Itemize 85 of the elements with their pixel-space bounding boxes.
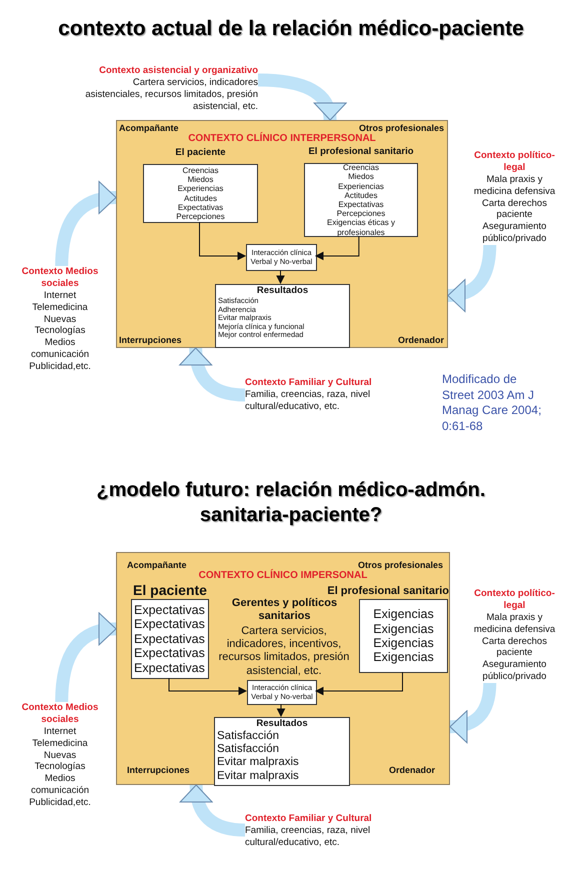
context-heading: Contexto Medios sociales [20, 266, 100, 290]
panel-title: CONTEXTO CLÍNICO INTERPERSONAL [187, 133, 377, 144]
corner-label: Acompañante [119, 123, 179, 134]
title: contexto actual de la relación médico-paciente [57, 16, 525, 42]
list-item: Expectativas [134, 603, 206, 618]
list-item: Creencias [342, 163, 380, 172]
corner-label: Otros profesionales [358, 123, 444, 134]
heading: El paciente [132, 582, 208, 598]
list-item: Exigencias [373, 636, 434, 650]
title: ¿modelo futuro: relación médico-admón. sanitaria-paciente? [96, 478, 486, 528]
context-panel [116, 552, 450, 785]
context-text: Mala praxis y medicina defensiva [472, 612, 556, 636]
list-item: Expectativas [176, 202, 224, 212]
corner-label: Ordenador [398, 334, 444, 345]
block-arrow [258, 74, 346, 120]
arrow [316, 236, 360, 260]
list-item: Creencias [181, 166, 220, 176]
arrow [276, 270, 284, 284]
panel-title: CONTEXTO CLÍNICO IMPERSONAL [198, 570, 368, 582]
list-item: Expectativas [134, 617, 206, 632]
list-item: Exigencias [373, 650, 434, 665]
corner-label: Interrupciones [127, 764, 190, 775]
context-text: Internet [42, 726, 78, 738]
heading: El profesional sanitario [307, 147, 415, 158]
context-text: Publicidad,etc. [28, 797, 92, 809]
list-item: Expectativas [134, 646, 206, 661]
context-text: Familia, creencias, raza, nivel cultural/educativo, etc. [245, 388, 372, 413]
arrow [168, 678, 246, 695]
context-text: Cartera servicios, indicadores asistenciales, recursos limitados, presión asistencial, etc. [84, 76, 258, 112]
context-text: Nuevas Tecnologías [34, 314, 86, 338]
context-text: Internet [42, 290, 78, 302]
context-text: Medios comunicación [30, 773, 90, 797]
context-panel [116, 120, 448, 348]
arrow [316, 672, 403, 695]
block-arrow [55, 182, 116, 266]
context-heading: Contexto Familiar y Cultural [245, 813, 373, 825]
context-text: Mala praxis y medicina defensiva [472, 174, 556, 198]
heading: El paciente [174, 148, 227, 159]
context-heading: Contexto asistencial y organizativo [98, 65, 258, 77]
context-heading: Contexto político-legal [473, 150, 556, 174]
heading: Resultados [255, 719, 309, 730]
block-arrow [450, 682, 496, 742]
citation: Modificado de Street 2003 Am J Manag Care 2004; 0:61-68 [442, 372, 542, 434]
list-item: Evitar malpraxis [217, 756, 300, 770]
heading: Gerentes y políticos sanitarios [230, 597, 338, 624]
arrow [277, 704, 285, 716]
context-text: Telemedicina [31, 302, 89, 314]
list-item: Miedos [347, 172, 375, 182]
context-text: Aseguramiento público/privado [482, 659, 548, 683]
context-text: Nuevas Tecnologías [34, 750, 86, 774]
list-item: Exigencias [373, 607, 434, 622]
context-text: Familia, creencias, raza, nivel cultural/educativo, etc. [245, 824, 372, 849]
list-item: Miedos [186, 175, 214, 184]
corner-label: Interrupciones [119, 334, 182, 345]
corner-label: Ordenador [388, 764, 435, 775]
context-text: Aseguramiento público/privado [482, 221, 548, 245]
list-item: Expectativas [337, 200, 385, 210]
context-heading: Contexto político-legal [473, 588, 556, 612]
corner-label: Otros profesionales [358, 560, 443, 570]
list-item: Expectativas [134, 660, 206, 675]
list-item: Exigencias [373, 622, 434, 636]
list-item: Satisfacción [217, 743, 280, 756]
context-text: Telemedicina [31, 738, 89, 750]
list-item: Actitudes [183, 194, 218, 203]
heading: Resultados [256, 286, 310, 297]
block-arrow [55, 613, 116, 702]
context-text: Carta derechos paciente [481, 636, 548, 660]
context-text: Medios comunicación [30, 337, 90, 361]
context-text: Carta derechos paciente [481, 198, 548, 222]
list-item: Expectativas [134, 632, 206, 646]
list-item: Experiencias [176, 184, 224, 194]
context-heading: Contexto Familiar y Cultural [245, 377, 373, 389]
list-item: Percepciones [336, 209, 386, 218]
list-item: Percepciones [175, 212, 226, 222]
list-item: Experiencias [337, 182, 385, 191]
arrow [199, 222, 246, 260]
corner-label: Acompañante [127, 560, 187, 570]
list-item: Satisfacción [217, 730, 280, 744]
list-item: Exigencias éticas y profesionales [326, 218, 396, 237]
list-item: Evitar malpraxis [217, 770, 300, 783]
context-heading: Contexto Medios sociales [20, 702, 100, 726]
context-text: Publicidad,etc. [28, 361, 92, 373]
heading: El profesional sanitario [326, 585, 449, 598]
description: Cartera servicios, indicadores, incentivos, recursos limitados, presión asistencial, etc. [218, 625, 350, 678]
list-item: Actitudes [344, 190, 378, 200]
